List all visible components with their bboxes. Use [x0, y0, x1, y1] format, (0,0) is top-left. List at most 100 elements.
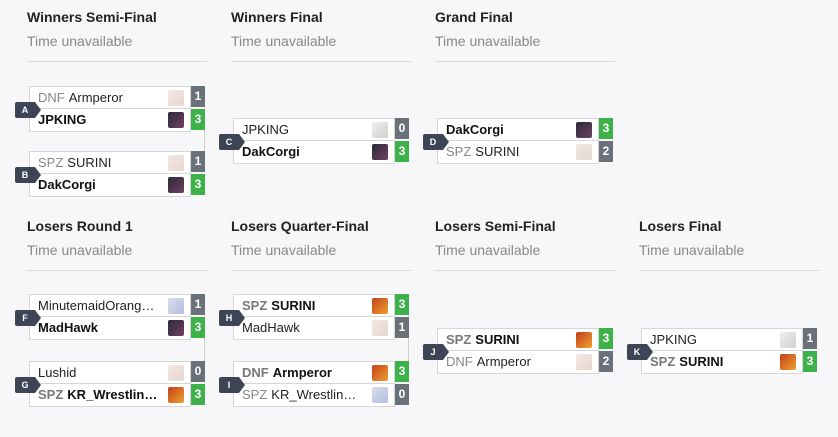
player-label: SURINI — [67, 155, 112, 170]
round-title: Losers Final — [639, 218, 722, 234]
team-tag: SPZ — [446, 332, 472, 347]
player-row[interactable]: MadHawk — [30, 317, 190, 339]
score-badge: 0 — [191, 361, 205, 382]
player-row[interactable]: JPKING — [234, 119, 394, 141]
player-row[interactable]: JPKING — [30, 109, 190, 131]
player-name: DakCorgi — [38, 174, 160, 196]
character-avatar-icon — [372, 365, 388, 381]
player-name: JPKING — [38, 109, 160, 131]
match-label: G — [15, 377, 41, 393]
score-badge: 0 — [395, 118, 409, 139]
player-label: DakCorgi — [242, 144, 300, 159]
round-divider — [435, 270, 615, 271]
character-avatar-icon — [372, 122, 388, 138]
round-time: Time unavailable — [231, 242, 337, 258]
player-name: MinutemaidOrange… — [38, 295, 160, 317]
character-avatar-icon — [168, 112, 184, 128]
player-row[interactable]: DakCorgi — [30, 174, 190, 196]
player-label: SURINI — [271, 298, 316, 313]
player-label: Lushid — [38, 365, 77, 380]
round-title: Grand Final — [435, 9, 513, 25]
round-time: Time unavailable — [639, 242, 745, 258]
match-label: C — [219, 134, 245, 150]
player-label: Armperor — [272, 365, 332, 380]
player-label: SURINI — [475, 144, 520, 159]
player-row[interactable]: JPKING — [642, 329, 802, 351]
match-label: H — [219, 310, 245, 326]
team-tag: SPZ — [650, 354, 676, 369]
player-label: KR_Wrestling… — [67, 387, 160, 402]
player-row[interactable]: MinutemaidOrange… — [30, 295, 190, 317]
player-name: MadHawk — [38, 317, 160, 339]
score-badge: 3 — [191, 317, 205, 338]
match-card[interactable]: MinutemaidOrange… MadHawk — [29, 294, 191, 340]
player-label: MinutemaidOrange… — [38, 298, 160, 313]
player-row[interactable]: MadHawk — [234, 317, 394, 339]
score-badge: 1 — [191, 151, 205, 172]
character-avatar-icon — [576, 144, 592, 160]
player-label: SURINI — [679, 354, 724, 369]
team-tag: DNF — [242, 365, 269, 380]
player-row[interactable]: DakCorgi — [438, 119, 598, 141]
round-time: Time unavailable — [27, 33, 133, 49]
round-time: Time unavailable — [435, 33, 541, 49]
player-row[interactable]: DakCorgi — [234, 141, 394, 163]
player-label: DakCorgi — [38, 177, 96, 192]
character-avatar-icon — [168, 365, 184, 381]
player-label: KR_Wrestlin… — [271, 387, 357, 402]
character-avatar-icon — [372, 144, 388, 160]
match-label: B — [15, 167, 41, 183]
round-divider — [639, 270, 819, 271]
player-label: JPKING — [38, 112, 87, 127]
player-label: Armperor — [68, 90, 123, 105]
match-card[interactable]: JPKING DakCorgi — [233, 118, 395, 164]
player-label: JPKING — [650, 332, 697, 347]
score-badge: 2 — [599, 141, 613, 162]
score-badge: 1 — [803, 328, 817, 349]
player-label: MadHawk — [38, 320, 98, 335]
team-tag: SPZ — [242, 387, 268, 402]
match-label: D — [423, 134, 449, 150]
round-divider — [27, 270, 207, 271]
character-avatar-icon — [576, 122, 592, 138]
round-title: Losers Quarter-Final — [231, 218, 369, 234]
score-badge: 3 — [599, 328, 613, 349]
round-time: Time unavailable — [27, 242, 133, 258]
player-name: JPKING — [650, 329, 772, 351]
player-row[interactable]: Lushid — [30, 362, 190, 384]
character-avatar-icon — [780, 332, 796, 348]
